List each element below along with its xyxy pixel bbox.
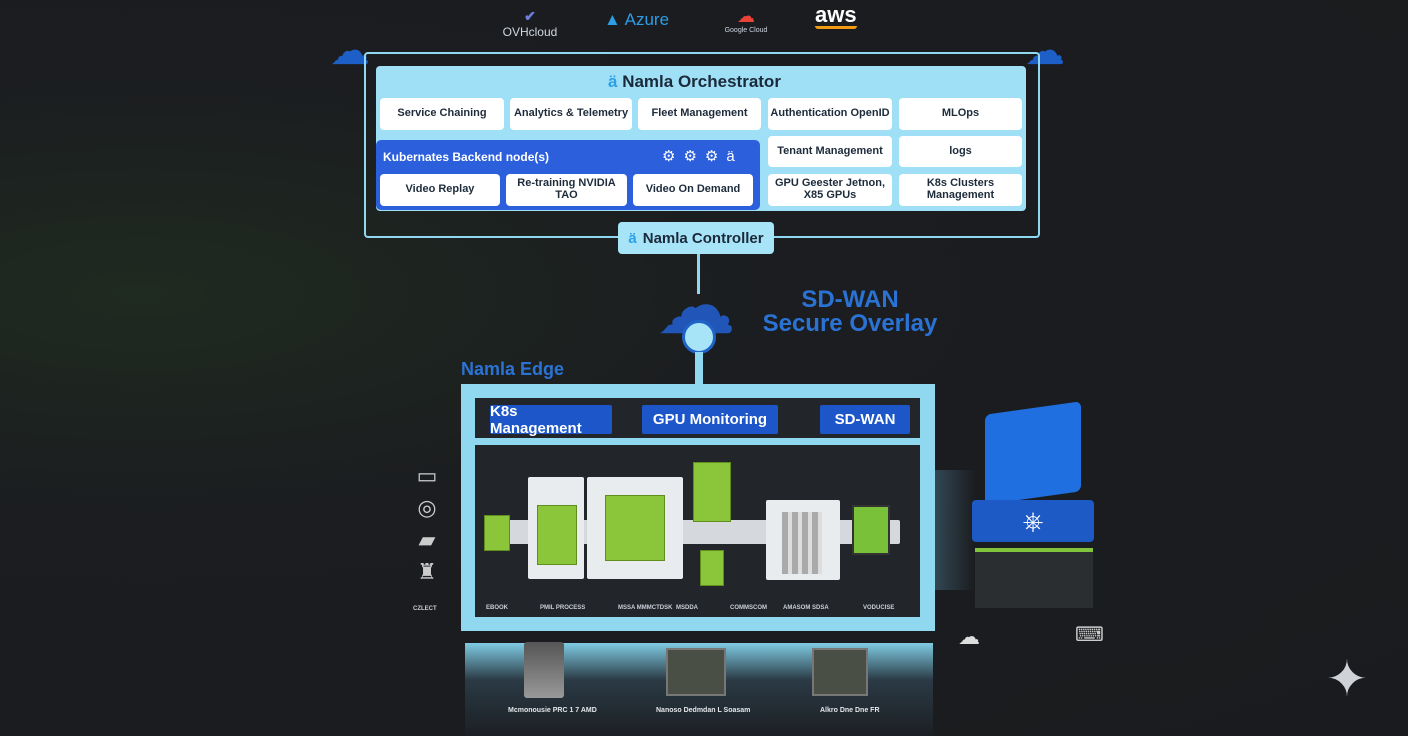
cloud-icon: ☁ — [330, 29, 370, 73]
container-cube-icon — [985, 401, 1081, 505]
aws-label: aws — [815, 2, 857, 27]
namla-logo-icon: ä — [608, 72, 618, 91]
camera-icon: ▰ — [418, 527, 436, 552]
pipeline-label: PMIL PROCESS — [540, 605, 586, 611]
card-service-chaining[interactable]: Service Chaining — [380, 98, 504, 130]
card-analytics-telemetry[interactable]: Analytics & Telemetry — [510, 98, 632, 130]
gpu-hardware-icon — [975, 548, 1093, 608]
gpu-block — [605, 495, 665, 561]
card-authentication[interactable]: Authentication OpenID — [768, 98, 892, 130]
google-cloud-logo: ☁Google Cloud — [724, 6, 768, 34]
gpu-block — [537, 505, 577, 565]
k8s-title: Kubernates Backend node(s) — [383, 150, 550, 164]
laptop-icon: ⌨ — [1075, 624, 1104, 646]
orchestrator-title: ä Namla Orchestrator — [608, 72, 781, 92]
card-tenant-management[interactable]: Tenant Management — [768, 136, 892, 167]
namla-logo-icon: ä — [628, 229, 637, 247]
card-mlops[interactable]: MLOps — [899, 98, 1022, 130]
card-gpu[interactable]: GPU Geester Jetnon, X85 GPUs — [768, 174, 892, 206]
pipeline-label: VODUCISE — [863, 605, 895, 611]
pipeline-label: AMASOM SDSA — [783, 605, 829, 611]
cloud-device-icon: ☁ — [958, 624, 980, 649]
lock-icon — [682, 320, 716, 354]
gpu-block — [484, 515, 510, 551]
pipeline-label: MSDDA — [676, 605, 698, 611]
namla-controller: ä Namla Controller — [618, 222, 774, 254]
edge-devices: ▭ ◎ ▰ ♜ — [410, 460, 444, 590]
light-beam — [935, 470, 975, 590]
board-icon — [666, 648, 726, 696]
sensor-icon: ♜ — [417, 559, 437, 584]
card-k8s-clusters[interactable]: K8s Clusters Management — [899, 174, 1022, 206]
k8s-management-button[interactable]: K8s Management — [490, 403, 612, 437]
hardware-label: Nanoso Dedmdan L Soasam — [656, 707, 751, 714]
card-video-on-demand[interactable]: Video On Demand — [633, 174, 753, 206]
pipeline-label: COMMSCOM — [730, 605, 767, 611]
gpu-block — [693, 462, 731, 522]
edge-title: Namla Edge — [461, 359, 565, 379]
google-cloud-label: Google Cloud — [724, 27, 768, 34]
connector-line — [695, 352, 703, 384]
connector-line — [697, 254, 700, 294]
sdwan-line2: Secure Overlay — [762, 310, 938, 337]
device-label: CZLECT — [413, 606, 437, 612]
server-rack-icon — [782, 512, 822, 574]
sdwan-line1: SD-WAN — [801, 286, 899, 313]
pipeline-label: MSSA MMMCTDSK — [618, 605, 673, 611]
kubernetes-icon: ⎈ — [972, 500, 1094, 542]
gpu-block — [700, 550, 724, 586]
aws-logo: aws — [815, 2, 857, 29]
hardware-label: Mcmonousie PRC 1 7 AMD — [508, 707, 597, 714]
disk-icon: ◎ — [417, 495, 437, 520]
card-retraining[interactable]: Re-training NVIDIA TAO — [506, 174, 627, 206]
hardware-label: Alkro Dne Dne FR — [820, 707, 880, 714]
sparkle-icon: ✦ — [1326, 651, 1368, 707]
azure-label: Azure — [624, 10, 670, 29]
azure-logo: ▲ Azure — [604, 10, 670, 29]
ovhcloud-label: OVHcloud — [502, 25, 558, 39]
jetson-device-icon — [524, 642, 564, 698]
monitor-icon — [852, 505, 890, 555]
ovhcloud-logo: ✔OVHcloud — [502, 8, 558, 39]
board-icon — [812, 648, 868, 696]
gpu-monitoring-button[interactable]: GPU Monitoring — [642, 405, 778, 434]
node-icons: ⚙⚙⚙ä — [662, 148, 743, 165]
card-logs[interactable]: logs — [899, 136, 1022, 167]
card-fleet-management[interactable]: Fleet Management — [638, 98, 761, 130]
card-video-replay[interactable]: Video Replay — [380, 174, 500, 206]
pipeline-label: EBOOK — [486, 605, 509, 611]
cloud-icon: ☁ — [1025, 29, 1065, 73]
controller-label: Namla Controller — [642, 229, 764, 247]
sdwan-button[interactable]: SD-WAN — [820, 405, 910, 434]
orchestrator-title-text: Namla Orchestrator — [622, 72, 781, 91]
router-icon: ▭ — [416, 463, 438, 488]
